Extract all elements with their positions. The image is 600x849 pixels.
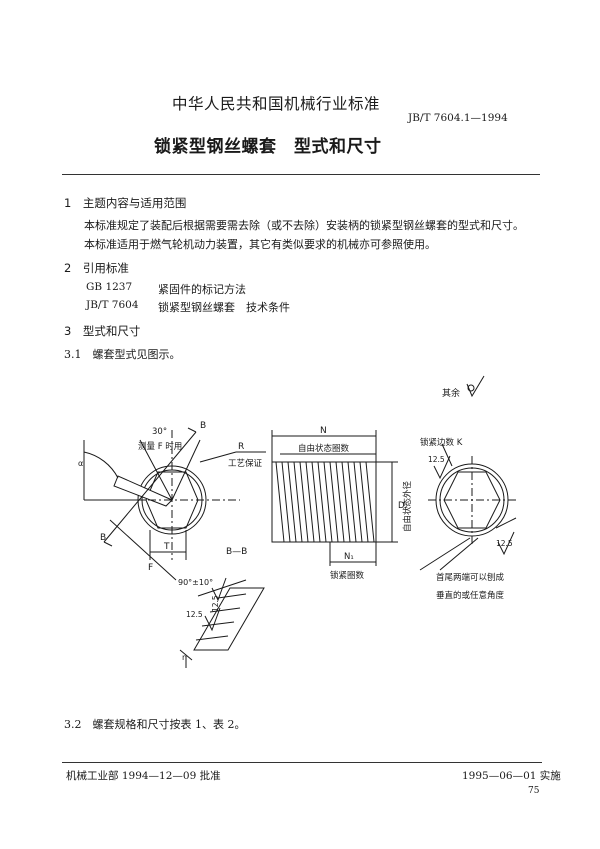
end-view bbox=[83, 427, 266, 581]
process-label: 工艺保证 bbox=[228, 458, 263, 469]
section-1-para-2: 本标准适用于燃气轮机动力装置，其它有类似要求的机械亦可参照使用。 bbox=[84, 238, 436, 251]
issuing-organization: 中华人民共和国机械行业标准 bbox=[172, 95, 381, 113]
lock-coils-label: 锁紧圈数 bbox=[330, 570, 365, 581]
b-left-label: B bbox=[100, 533, 106, 543]
free-coils-label: 自由状态圈数 bbox=[298, 443, 350, 454]
angle-90-label: 90°±10° bbox=[178, 578, 213, 587]
right-end-view bbox=[419, 443, 517, 571]
d2-label: D₂ bbox=[398, 501, 408, 511]
header-rule bbox=[62, 174, 540, 175]
section-1-heading: 1 主题内容与适用范围 bbox=[64, 196, 187, 210]
footer-rule bbox=[62, 762, 542, 763]
ref-code-1: GB 1237 bbox=[86, 281, 133, 293]
document-title: 锁紧型钢丝螺套 型式和尺寸 bbox=[154, 137, 382, 157]
section-bb bbox=[179, 577, 265, 668]
section-3-heading: 3 型式和尺寸 bbox=[64, 324, 141, 338]
measure-f-label: 测量 F 时用 bbox=[138, 441, 182, 452]
clause-3-1: 3.1 螺套型式见图示。 bbox=[64, 348, 181, 361]
n1-label: N₁ bbox=[344, 552, 354, 562]
section-1-para-1: 本标准规定了装配后根据需要需去除（或不去除）安装柄的锁紧型钢丝螺套的型式和尺寸。 bbox=[84, 219, 524, 232]
b-top-label: B bbox=[200, 421, 206, 431]
angle-30-label: 30° bbox=[152, 427, 167, 437]
roughness-a-label: 12.5 bbox=[211, 595, 220, 612]
roughness-d-label: 12.5 bbox=[496, 539, 513, 548]
ref-name-1: 紧固件的标记方法 bbox=[158, 283, 246, 296]
end-note-2: 垂直的或任意角度 bbox=[436, 590, 505, 601]
approval-date: 机械工业部 1994—12—09 批准 bbox=[66, 770, 221, 782]
n-label: n bbox=[182, 653, 187, 662]
standard-number: JB/T 7604.1—1994 bbox=[408, 112, 508, 124]
roughness-c-label: 12.5 bbox=[428, 455, 445, 464]
clause-3-2: 3.2 螺套规格和尺寸按表 1、表 2。 bbox=[64, 718, 246, 731]
f-label: F bbox=[148, 563, 153, 573]
technical-drawing: 其余 30° 测量 F 时用 B B α R 工艺保证 T F B—B 90°±… bbox=[78, 375, 517, 668]
end-note-1: 首尾两端可以刨成 bbox=[436, 572, 505, 583]
t-label: T bbox=[163, 542, 170, 552]
surface-finish-others bbox=[466, 375, 485, 398]
lock-sides-label: 锁紧边数 K bbox=[420, 437, 463, 448]
page-number: 75 bbox=[528, 786, 540, 796]
free-od-label: 自由状态外径 bbox=[402, 480, 413, 532]
alpha-label: α bbox=[78, 459, 83, 468]
implementation-date: 1995—06—01 实施 bbox=[462, 770, 561, 782]
roughness-b-label: 12.5 bbox=[186, 610, 203, 619]
ref-name-2: 锁紧型钢丝螺套 技术条件 bbox=[158, 301, 290, 314]
others-label: 其余 bbox=[442, 387, 460, 399]
side-view bbox=[271, 430, 398, 566]
section-2-heading: 2 引用标准 bbox=[64, 261, 129, 275]
ref-code-2: JB/T 7604 bbox=[86, 299, 139, 311]
section-bb-label: B—B bbox=[226, 547, 247, 557]
r-label: R bbox=[238, 442, 244, 452]
n-dim-label: N bbox=[320, 426, 327, 436]
